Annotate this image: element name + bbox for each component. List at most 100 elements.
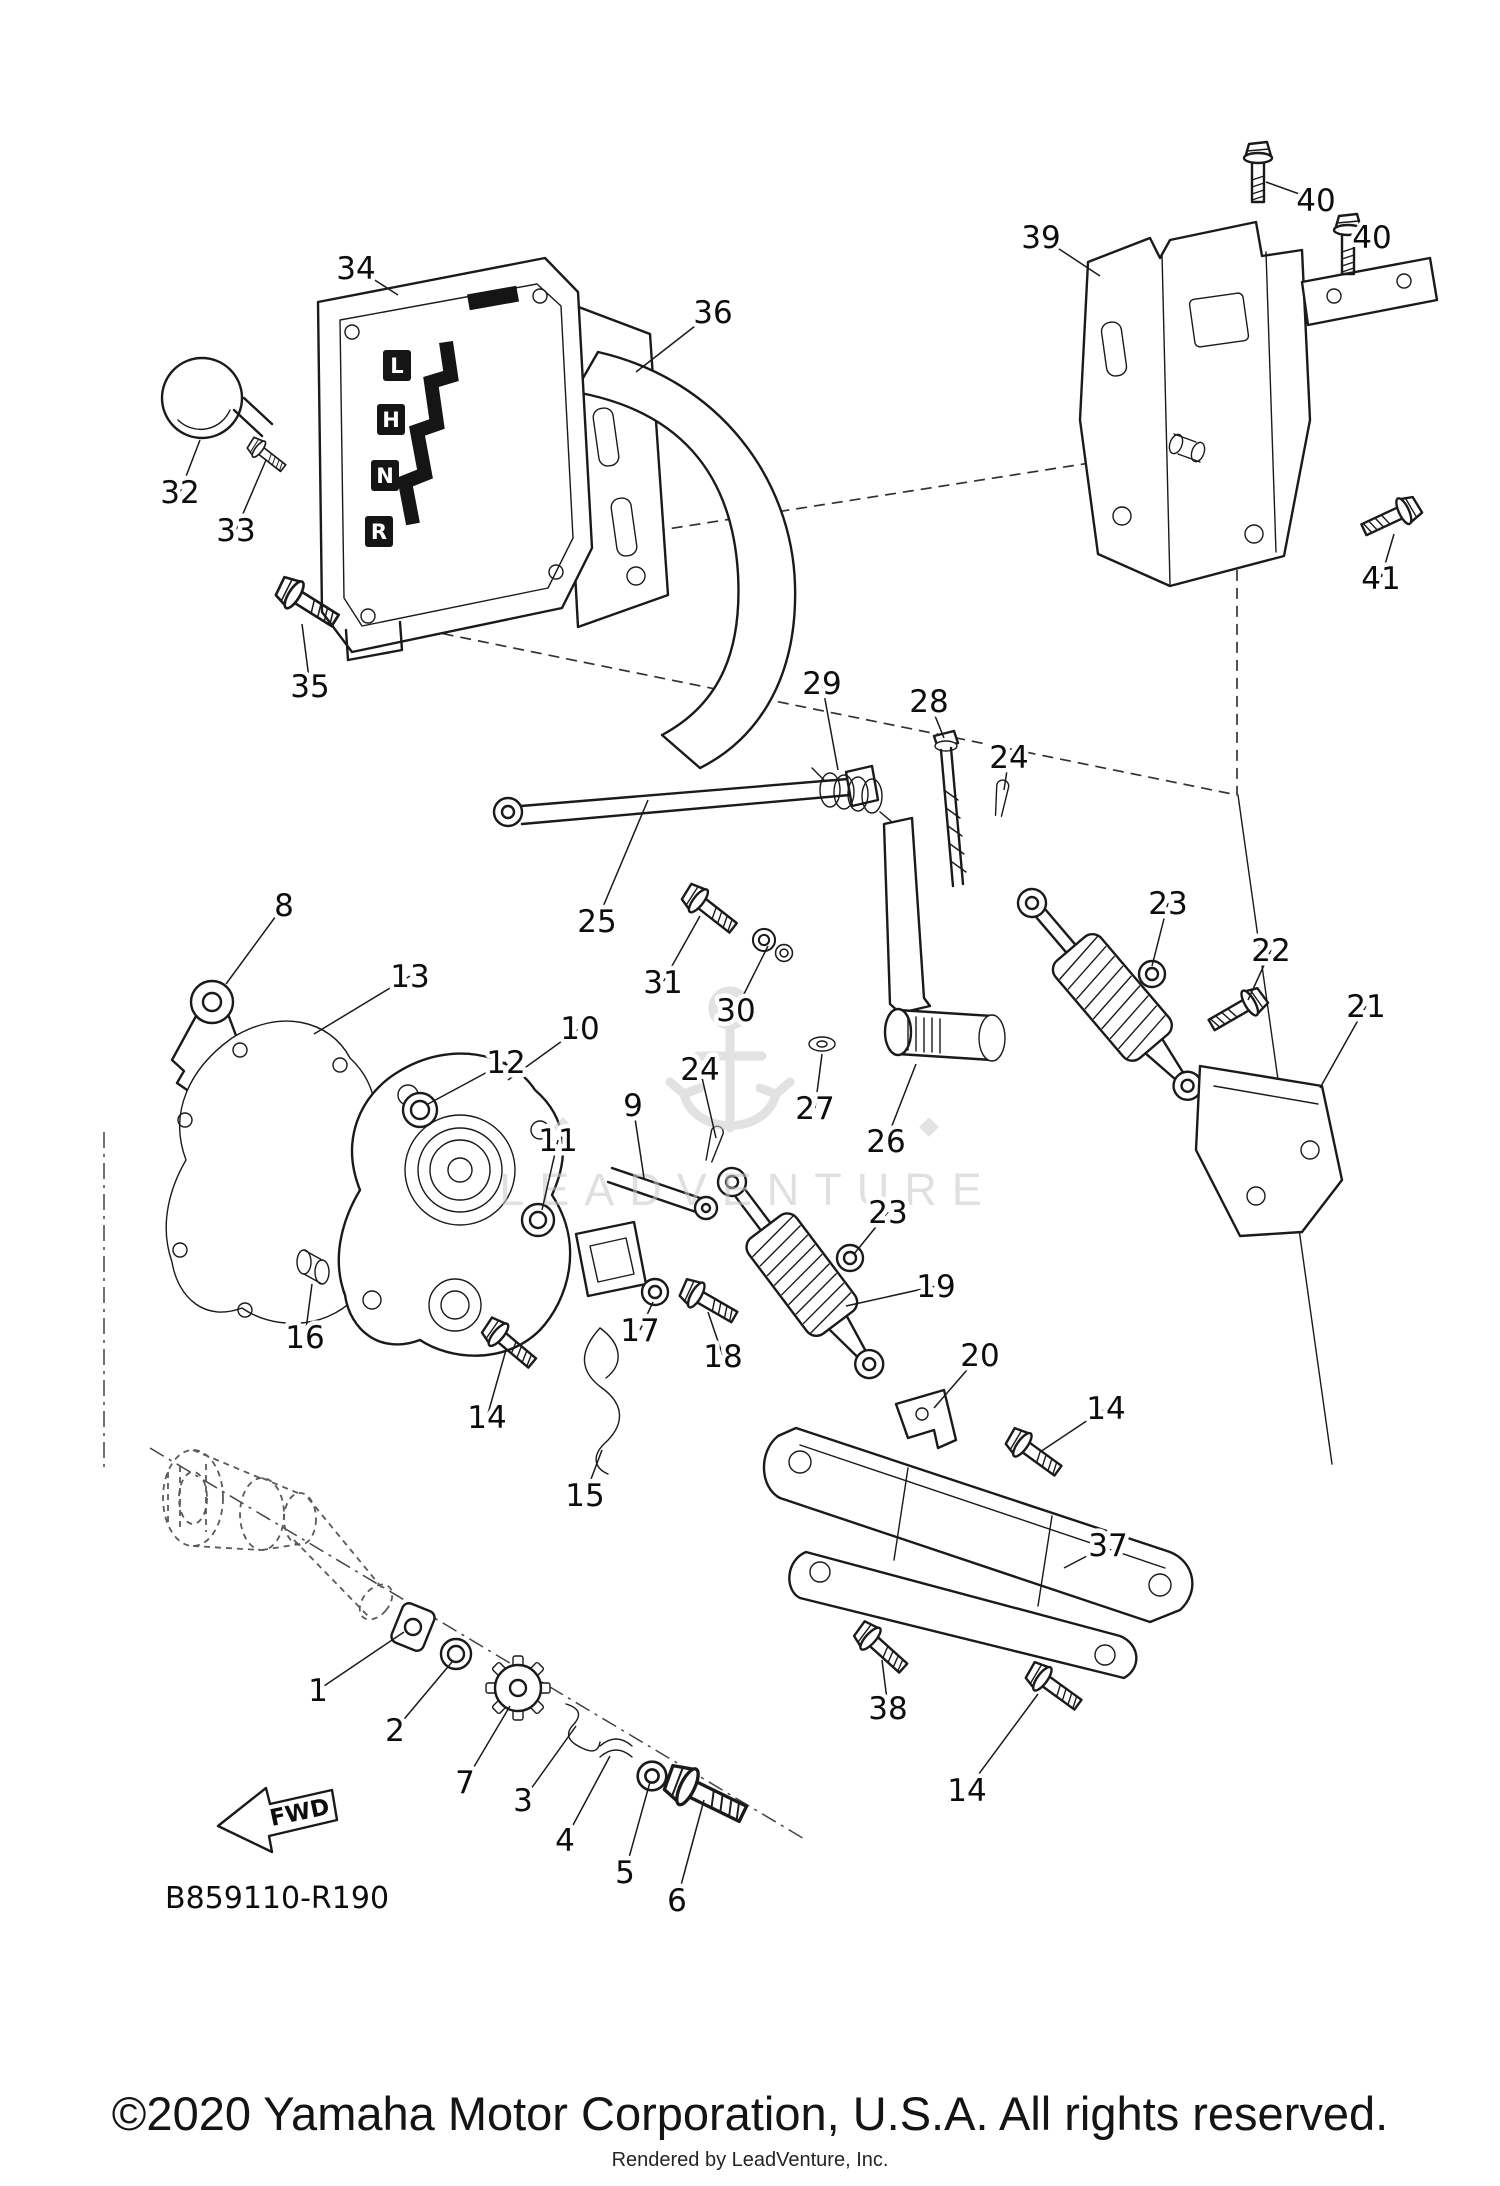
shift-arm: [606, 1166, 719, 1221]
bearing-12: [401, 1091, 439, 1129]
rendered-by-text: Rendered by LeadVenture, Inc.: [612, 2149, 889, 2171]
bolt-14-b: [1000, 1422, 1068, 1484]
washer-30-a: [751, 927, 777, 953]
leader-line-41: [1380, 533, 1395, 579]
shift-knob: [160, 356, 274, 440]
leader-line-27: [814, 1053, 823, 1109]
gate-slot: [397, 340, 459, 526]
callout-14: 14: [1086, 1391, 1125, 1427]
gate-letter-l: L: [390, 354, 403, 378]
callout-33: 33: [216, 513, 255, 549]
leader-line-28: [928, 700, 945, 739]
leader-line-11: [541, 1139, 559, 1211]
bolt-38: [848, 1616, 914, 1680]
crankcase-cover: [337, 1052, 572, 1357]
callout-41: 41: [1361, 561, 1400, 597]
leader-line-20: [933, 1354, 981, 1409]
leader-line-9: [632, 1104, 645, 1179]
callout-14: 14: [947, 1773, 986, 1809]
leader-line-30: [735, 945, 769, 1011]
washer-17: [640, 1277, 670, 1307]
bolt-22: [1203, 981, 1272, 1039]
callout-9: 9: [623, 1088, 643, 1124]
bolt-31: [675, 878, 743, 941]
leader-line-33: [235, 459, 267, 531]
leader-line-34: [355, 267, 399, 296]
callout-4: 4: [555, 1823, 575, 1859]
callout-40: 40: [1296, 183, 1335, 219]
callout-38: 38: [868, 1691, 907, 1727]
callout-11: 11: [538, 1123, 577, 1159]
leader-line-17: [639, 1301, 654, 1331]
leader-line-36: [635, 311, 714, 373]
spring-clip-15: [583, 1327, 621, 1475]
callout-18: 18: [703, 1339, 742, 1375]
leader-line-37: [1063, 1544, 1109, 1569]
washer-11: [520, 1202, 556, 1238]
leader-line-35: [301, 623, 311, 687]
leader-line-7: [464, 1705, 511, 1783]
leader-line-29: [821, 682, 839, 771]
leader-line-32: [179, 439, 201, 493]
crankcase-ghost: [162, 1449, 394, 1621]
callout-36: 36: [693, 295, 732, 331]
leader-line-26: [885, 1063, 917, 1142]
callout-5: 5: [615, 1855, 635, 1891]
rubber-mount: [574, 1220, 648, 1298]
callout-10: 10: [560, 1011, 599, 1047]
shift-lever-assembly: [882, 816, 1006, 1062]
shift-shaft-small-parts: [390, 1602, 633, 1758]
callout-19: 19: [916, 1269, 955, 1305]
leadventure-anchor-icon: [665, 986, 795, 1133]
callout-22: 22: [1251, 933, 1290, 969]
leader-line-4: [564, 1755, 611, 1841]
leader-line-12: [427, 1061, 507, 1105]
shift-gate-panel: L H N R: [316, 256, 594, 662]
callout-31: 31: [643, 965, 682, 1001]
callout-1: 1: [308, 1673, 328, 1709]
leader-line-24: [1003, 756, 1010, 791]
callout-24: 24: [989, 740, 1028, 776]
bolt-40-a: [1242, 140, 1274, 204]
callout-34: 34: [336, 251, 375, 287]
callout-13: 13: [390, 959, 429, 995]
rear-bracket: [1078, 220, 1439, 588]
wave-washer-4: [599, 1738, 633, 1758]
leader-line-18: [707, 1311, 724, 1357]
watermark-diamond-left: [553, 1117, 573, 1137]
watermark: LEADVENTURE: [499, 986, 982, 1215]
callout-2: 2: [385, 1713, 405, 1749]
cotter-pin-24-a: [990, 778, 1011, 818]
leader-line-23: [853, 1211, 889, 1255]
copyright-text: ©2020 Yamaha Motor Corporation, U.S.A. A…: [112, 2087, 1388, 2140]
shock-absorber-upper: [1016, 887, 1203, 1101]
leader-line-23: [1151, 902, 1169, 967]
leader-line-25: [596, 799, 649, 922]
swingarm-bracket: [762, 1426, 1194, 1680]
callout-20: 20: [960, 1338, 999, 1374]
leader-line-1: [317, 1631, 405, 1691]
washer-5: [636, 1760, 668, 1792]
leader-line-14: [1039, 1407, 1107, 1453]
leader-line-22: [1247, 949, 1272, 1001]
washer-30-b: [774, 943, 794, 963]
callout-40: 40: [1352, 220, 1391, 256]
leader-line-2: [394, 1661, 453, 1731]
bolt-6: [657, 1757, 754, 1834]
fwd-arrow: FWD: [216, 1786, 339, 1854]
leader-line-8: [225, 904, 285, 985]
callout-14: 14: [467, 1400, 506, 1436]
callout-6: 6: [667, 1883, 687, 1919]
callout-24: 24: [680, 1052, 719, 1088]
leader-line-10: [507, 1027, 581, 1081]
leader-line-14: [966, 1693, 1039, 1791]
callout-23: 23: [1148, 886, 1187, 922]
callout-8: 8: [274, 888, 294, 924]
callout-28: 28: [909, 684, 948, 720]
leader-line-31: [662, 915, 701, 983]
leader-line-38: [881, 1659, 889, 1709]
callout-32: 32: [160, 475, 199, 511]
bolt-28: [932, 729, 967, 888]
